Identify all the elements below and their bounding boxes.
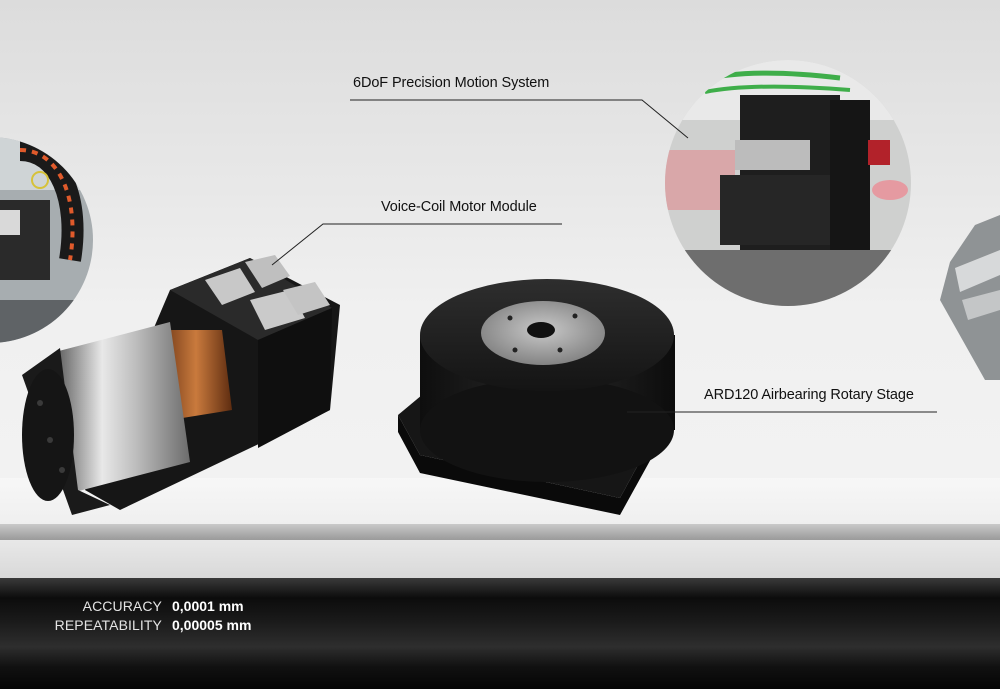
display-shelf-lower (0, 540, 1000, 580)
partial-product-right (940, 215, 1000, 380)
photo-circle-right (665, 60, 911, 306)
rotary-stage-image (398, 279, 675, 515)
spec-bar (0, 578, 1000, 689)
label-6dof-system: 6DoF Precision Motion System (353, 75, 550, 91)
label-voice-coil-module: Voice-Coil Motor Module (381, 199, 537, 215)
display-shelf-edge (0, 524, 1000, 540)
spec-value: 0,00005 mm (172, 617, 252, 633)
photo-circle-left (0, 137, 93, 343)
callout-lines (271, 99, 937, 413)
voice-coil-motor-image (22, 255, 340, 515)
spec-name: ACCURACY (82, 598, 162, 614)
label-rotary-stage: ARD120 Airbearing Rotary Stage (704, 387, 914, 403)
spec-name: REPEATABILITY (54, 617, 162, 633)
spec-value: 0,0001 mm (172, 598, 244, 614)
